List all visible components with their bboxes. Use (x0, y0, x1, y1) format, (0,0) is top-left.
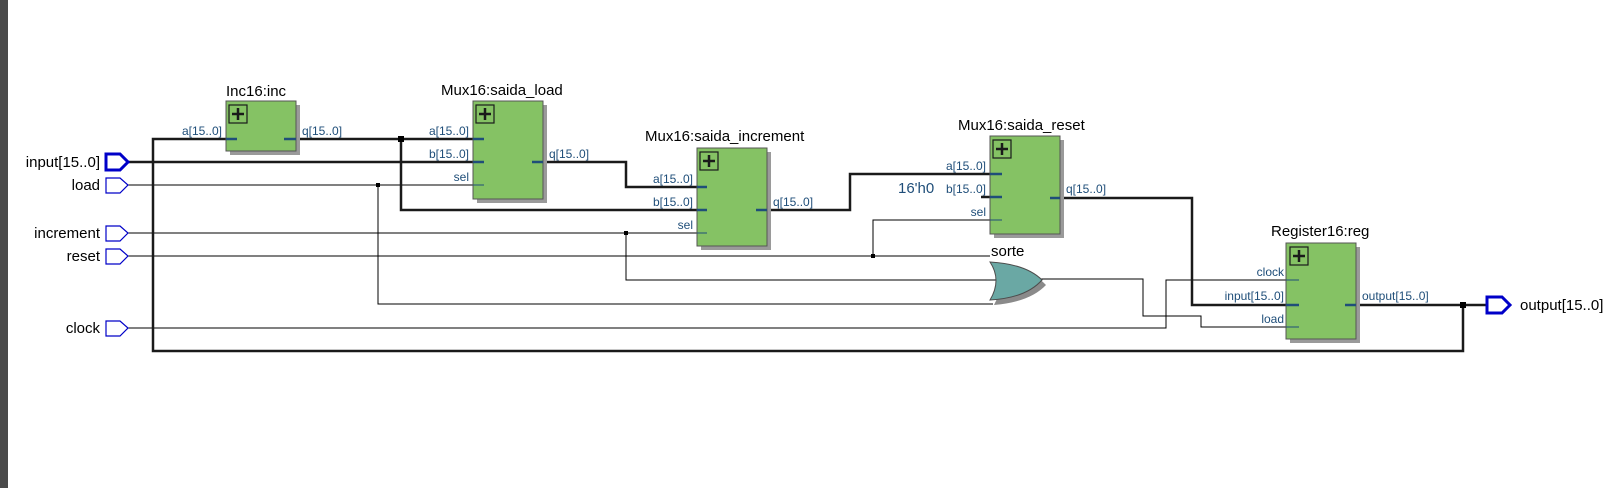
port-label-a: a[15..0] (946, 159, 986, 173)
pin-arrow-icon (104, 152, 131, 172)
port-label-sel: sel (454, 170, 469, 184)
pin-label-reset: reset (67, 248, 101, 265)
block-saida-load[interactable]: Mux16:saida_load a[15..0] b[15..0] sel q… (429, 82, 589, 203)
plus-box-icon[interactable] (1289, 246, 1309, 266)
junction-load (376, 183, 380, 187)
block-reg[interactable]: Register16:reg clock input[15..0] load o… (1225, 223, 1429, 343)
pin-arrow-icon (105, 320, 129, 337)
bus-load-q (532, 160, 707, 189)
wire-reset-to-sel (872, 219, 990, 256)
gate-title: sorte (991, 243, 1024, 260)
wire-increment-to-or (625, 233, 998, 281)
port-label-q: q[15..0] (1066, 182, 1106, 196)
buses (128, 137, 1487, 353)
block-saida-increment[interactable]: Mux16:saida_increment a[15..0] b[15..0] … (645, 128, 813, 250)
pin-arrow-icon (1485, 295, 1513, 315)
output-pin-output-bus[interactable]: output[15..0] (1485, 295, 1603, 315)
plus-box-icon[interactable] (475, 104, 495, 124)
pin-label-input: input[15..0] (26, 154, 100, 171)
wire-or-to-reg-load (1040, 278, 1286, 328)
wire-clock (128, 279, 1286, 329)
block-title: Mux16:saida_increment (645, 128, 805, 145)
or-gate-sorte[interactable]: sorte (989, 243, 1046, 305)
pin-label-increment: increment (34, 225, 101, 242)
input-pin-load[interactable]: load (72, 177, 129, 194)
block-title: Inc16:inc (226, 83, 287, 100)
block-title: Mux16:saida_reset (958, 117, 1086, 134)
pin-label-load: load (72, 177, 100, 194)
junction-output (1460, 302, 1466, 308)
input-pin-input-bus[interactable]: input[15..0] (26, 152, 131, 172)
port-label-q: q[15..0] (302, 124, 342, 138)
wire-load-to-or (377, 185, 993, 305)
plus-box-icon[interactable] (699, 151, 719, 171)
port-label-b: b[15..0] (429, 147, 469, 161)
input-pin-increment[interactable]: increment (34, 225, 129, 242)
pin-label-output: output[15..0] (1520, 297, 1603, 314)
port-label-load: load (1261, 312, 1284, 326)
port-label-input: input[15..0] (1225, 289, 1284, 303)
port-label-q: q[15..0] (549, 147, 589, 161)
port-label-a: a[15..0] (182, 124, 222, 138)
block-inc[interactable]: Inc16:inc a[15..0] q[15..0] (182, 83, 342, 155)
junction-increment (624, 231, 628, 235)
pin-arrow-icon (105, 248, 129, 265)
port-label-b: b[15..0] (653, 195, 693, 209)
or-gate-icon (989, 261, 1043, 301)
input-pin-reset[interactable]: reset (67, 248, 129, 265)
bus-increment-q (756, 172, 1002, 212)
pin-arrow-icon (105, 177, 129, 194)
bus-feedback (151, 137, 1465, 353)
port-label-a: a[15..0] (653, 172, 693, 186)
port-label-q: q[15..0] (773, 195, 813, 209)
plus-box-icon[interactable] (228, 104, 248, 124)
block-title: Mux16:saida_load (441, 82, 563, 99)
port-label-b: b[15..0] (946, 182, 986, 196)
wires (128, 184, 1286, 329)
port-label-a: a[15..0] (429, 124, 469, 138)
port-label-sel: sel (678, 218, 693, 232)
pin-arrow-icon (105, 225, 129, 242)
port-label-output: output[15..0] (1362, 289, 1429, 303)
left-edge-bar (0, 0, 8, 488)
junction-reset (871, 254, 875, 258)
port-label-clock: clock (1257, 265, 1285, 279)
constant-label: 16'h0 (898, 180, 934, 197)
plus-box-icon[interactable] (992, 139, 1012, 159)
block-title: Register16:reg (1271, 223, 1369, 240)
input-pin-clock[interactable]: clock (66, 320, 129, 337)
bus-reset-q (1050, 196, 1299, 307)
port-label-sel: sel (971, 205, 986, 219)
pin-label-clock: clock (66, 320, 101, 337)
block-saida-reset[interactable]: Mux16:saida_reset a[15..0] b[15..0] sel … (898, 117, 1106, 238)
junction-inc-q (398, 136, 404, 142)
